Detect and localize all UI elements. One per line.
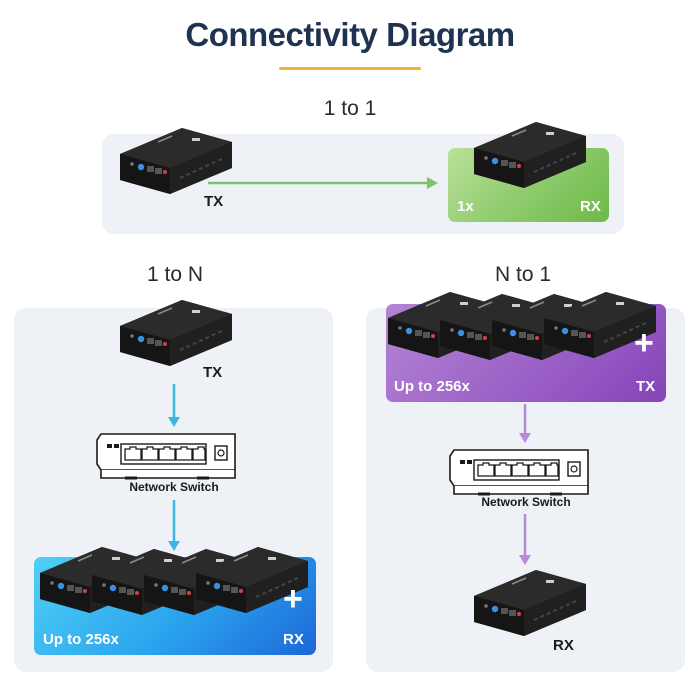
tx-label-n-to-1: TX (636, 378, 656, 395)
rx-label-1-to-1: RX (580, 198, 601, 215)
arrow-1-to-1 (208, 172, 440, 194)
rx-device-1-to-1 (473, 121, 587, 189)
section-label-1-to-1: 1 to 1 (323, 97, 377, 120)
page-title: Connectivity Diagram (185, 16, 515, 53)
network-switch-icon (448, 448, 590, 498)
arrow-switch-to-rx-n-to-1 (517, 514, 533, 566)
section-label-n-to-1: N to 1 (494, 263, 552, 286)
rx-count-1-to-1: 1x (457, 198, 474, 215)
arrow-switch-to-rx-1-to-n (166, 500, 182, 552)
arrow-tx-to-switch-1-to-n (166, 384, 182, 428)
tx-count-n-to-1: Up to 256x (394, 378, 470, 395)
switch-label-1-to-n: Network Switch (129, 480, 219, 494)
switch-label-n-to-1: Network Switch (481, 495, 571, 509)
section-label-1-to-n: 1 to N (146, 263, 204, 286)
rx-label-n-to-1: RX (553, 637, 574, 654)
arrow-tx-to-switch-n-to-1 (517, 404, 533, 444)
plus-icon-rx: + (283, 580, 303, 618)
rx-label-1-to-n: RX (283, 631, 304, 648)
title-underline (279, 67, 421, 70)
tx-label-1-to-1: TX (204, 193, 224, 210)
tx-label-1-to-n: TX (203, 364, 223, 381)
rx-device-n-to-1 (473, 569, 587, 637)
network-switch-icon (95, 432, 237, 482)
rx-count-1-to-n: Up to 256x (43, 631, 119, 648)
plus-icon-tx: + (634, 324, 654, 362)
tx-device-1-to-n (119, 299, 233, 367)
